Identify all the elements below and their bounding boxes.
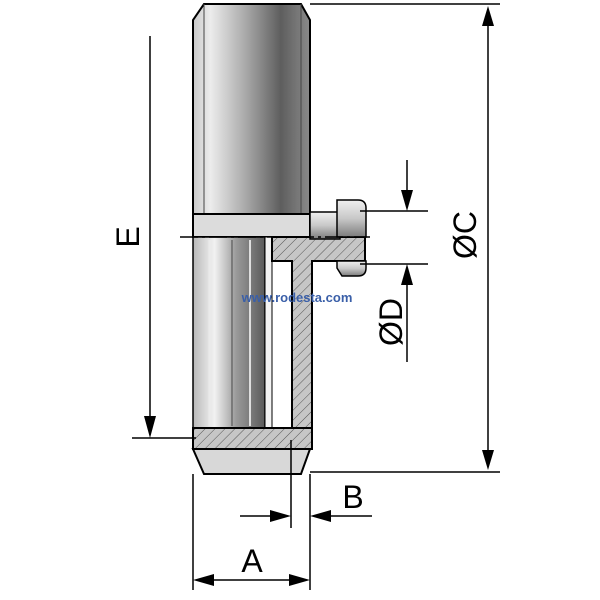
nut-exterior bbox=[192, 3, 311, 215]
dimension-label-e: E bbox=[110, 226, 146, 247]
thread-section bbox=[192, 236, 273, 429]
tube-stub bbox=[309, 199, 367, 277]
dimension-label-b: B bbox=[342, 479, 363, 515]
nut-ring-band bbox=[192, 213, 311, 238]
dimension-label-c: ØC bbox=[447, 211, 483, 259]
dimension-lines bbox=[132, 3, 500, 590]
dimension-label-a: A bbox=[241, 543, 263, 579]
nut-foot bbox=[191, 448, 312, 475]
dimension-label-d: ØD bbox=[373, 298, 409, 346]
nut-cross-section bbox=[192, 236, 366, 450]
watermark-text: www.rodesta.com bbox=[241, 290, 353, 305]
